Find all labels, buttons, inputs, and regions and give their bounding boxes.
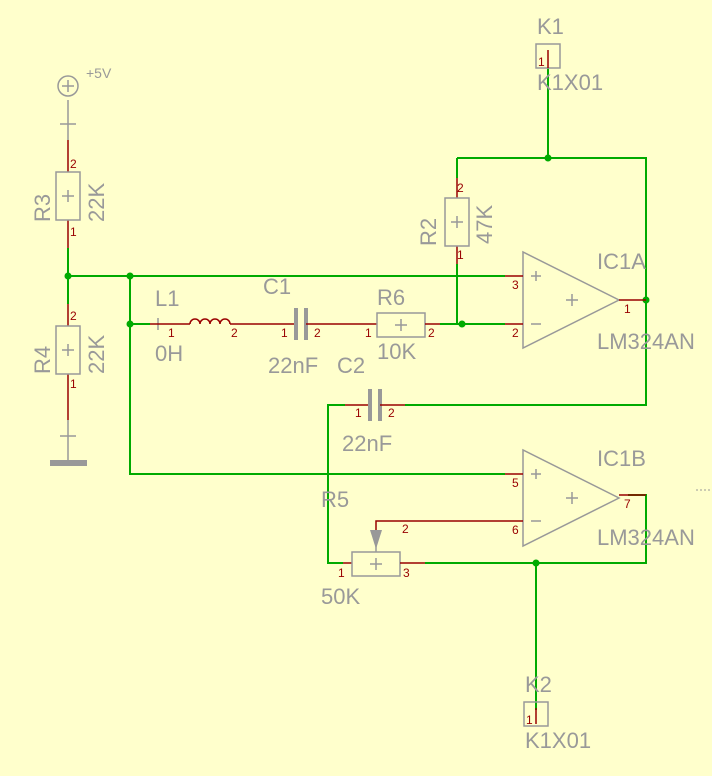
pin-number: 2	[428, 326, 435, 340]
value-label: 22nF	[268, 353, 318, 378]
power-supply-icon	[57, 75, 79, 97]
pin-number: 2	[70, 157, 77, 171]
value-label: LM324AN	[597, 329, 695, 354]
opamp-ic1b[interactable]: 5 6 7 IC1B LM324AN	[505, 446, 695, 550]
pin-number: 1	[281, 326, 288, 340]
connector-k2[interactable]: 1 K2 K1X01	[523, 672, 591, 753]
value-label: K1X01	[537, 70, 603, 95]
wire-bias-ic1b	[129, 276, 505, 475]
ref-label: K1	[537, 14, 564, 39]
junction	[458, 320, 466, 328]
pin-number: 6	[512, 523, 519, 537]
junction	[532, 559, 540, 567]
ref-label: R4	[30, 346, 55, 374]
value-label: 10K	[377, 339, 416, 364]
pin-number: 2	[231, 326, 238, 340]
ref-label: K2	[525, 672, 552, 697]
pin-number: 2	[70, 309, 77, 323]
inductor-l1[interactable]: 1 2 L1 0H	[150, 286, 280, 366]
wire-c2-r5	[327, 404, 345, 564]
ref-label: C2	[337, 353, 365, 378]
potentiometer-r5[interactable]: 1 2 3 R5 50K	[321, 487, 505, 609]
connector-icon	[523, 701, 549, 727]
pin-number: 2	[388, 406, 395, 420]
pin-number: 1	[168, 326, 175, 340]
pin-number: 1	[338, 566, 345, 580]
power-supply-5v: +5V	[57, 65, 112, 125]
pin-number: 7	[624, 497, 631, 511]
pin-number: 1	[457, 248, 464, 262]
pin-number: 2	[402, 522, 409, 536]
ref-label: R2	[416, 218, 441, 246]
ref-label: L1	[155, 286, 179, 311]
ref-label: IC1B	[597, 446, 646, 471]
value-label: K1X01	[525, 728, 591, 753]
ref-label: R3	[30, 194, 55, 222]
value-label: LM324AN	[597, 525, 695, 550]
pin-number: 1	[355, 406, 362, 420]
value-label: 22K	[84, 183, 109, 222]
pin-number: 1	[70, 377, 77, 391]
wire-ic1a-c2	[405, 300, 647, 406]
pin-number: 2	[457, 181, 464, 195]
pin-number: 2	[512, 326, 519, 340]
resistor-r4[interactable]: 2 1 R4 22K	[30, 304, 109, 420]
pin-number: 3	[403, 566, 410, 580]
pin-number: 1	[526, 713, 533, 727]
pin-number: 1	[624, 302, 631, 316]
pin-number: 1	[365, 326, 372, 340]
pin-number: 2	[314, 326, 321, 340]
resistor-r3[interactable]: 2 1 R3 22K	[30, 140, 109, 248]
ref-label: C1	[263, 274, 291, 299]
value-label: 22nF	[342, 431, 392, 456]
junctions	[64, 154, 650, 567]
connector-k1[interactable]: 1 K1 K1X01	[535, 14, 603, 95]
wires	[67, 68, 647, 710]
junction	[126, 272, 134, 280]
resistor-r2[interactable]: 2 1 R2 47K	[416, 178, 497, 264]
value-label: 50K	[321, 584, 360, 609]
junction	[126, 320, 134, 328]
resistor-r6[interactable]: 1 2 R6 10K	[340, 285, 440, 364]
ref-label: R5	[321, 487, 349, 512]
value-label: 22K	[84, 335, 109, 374]
pin-number: 5	[512, 476, 519, 490]
ground-symbol	[50, 435, 87, 466]
capacitor-c1[interactable]: 1 2 C1 22nF	[263, 274, 340, 378]
pin-number: 1	[70, 225, 77, 239]
opamp-ic1a[interactable]: 3 2 1 IC1A LM324AN	[505, 249, 695, 354]
pin-number: 3	[512, 278, 519, 292]
capacitor-c2[interactable]: 1 2 C2 22nF	[337, 353, 405, 456]
pin-number: 1	[538, 55, 545, 69]
ref-label: IC1A	[597, 249, 646, 274]
wire-feedback-top	[457, 157, 647, 300]
junction	[544, 154, 552, 162]
value-label: 0H	[155, 341, 183, 366]
power-label: +5V	[86, 65, 112, 81]
ground-icon	[50, 460, 87, 466]
junction	[64, 272, 72, 280]
ref-label: R6	[377, 285, 405, 310]
value-label: 47K	[472, 205, 497, 244]
